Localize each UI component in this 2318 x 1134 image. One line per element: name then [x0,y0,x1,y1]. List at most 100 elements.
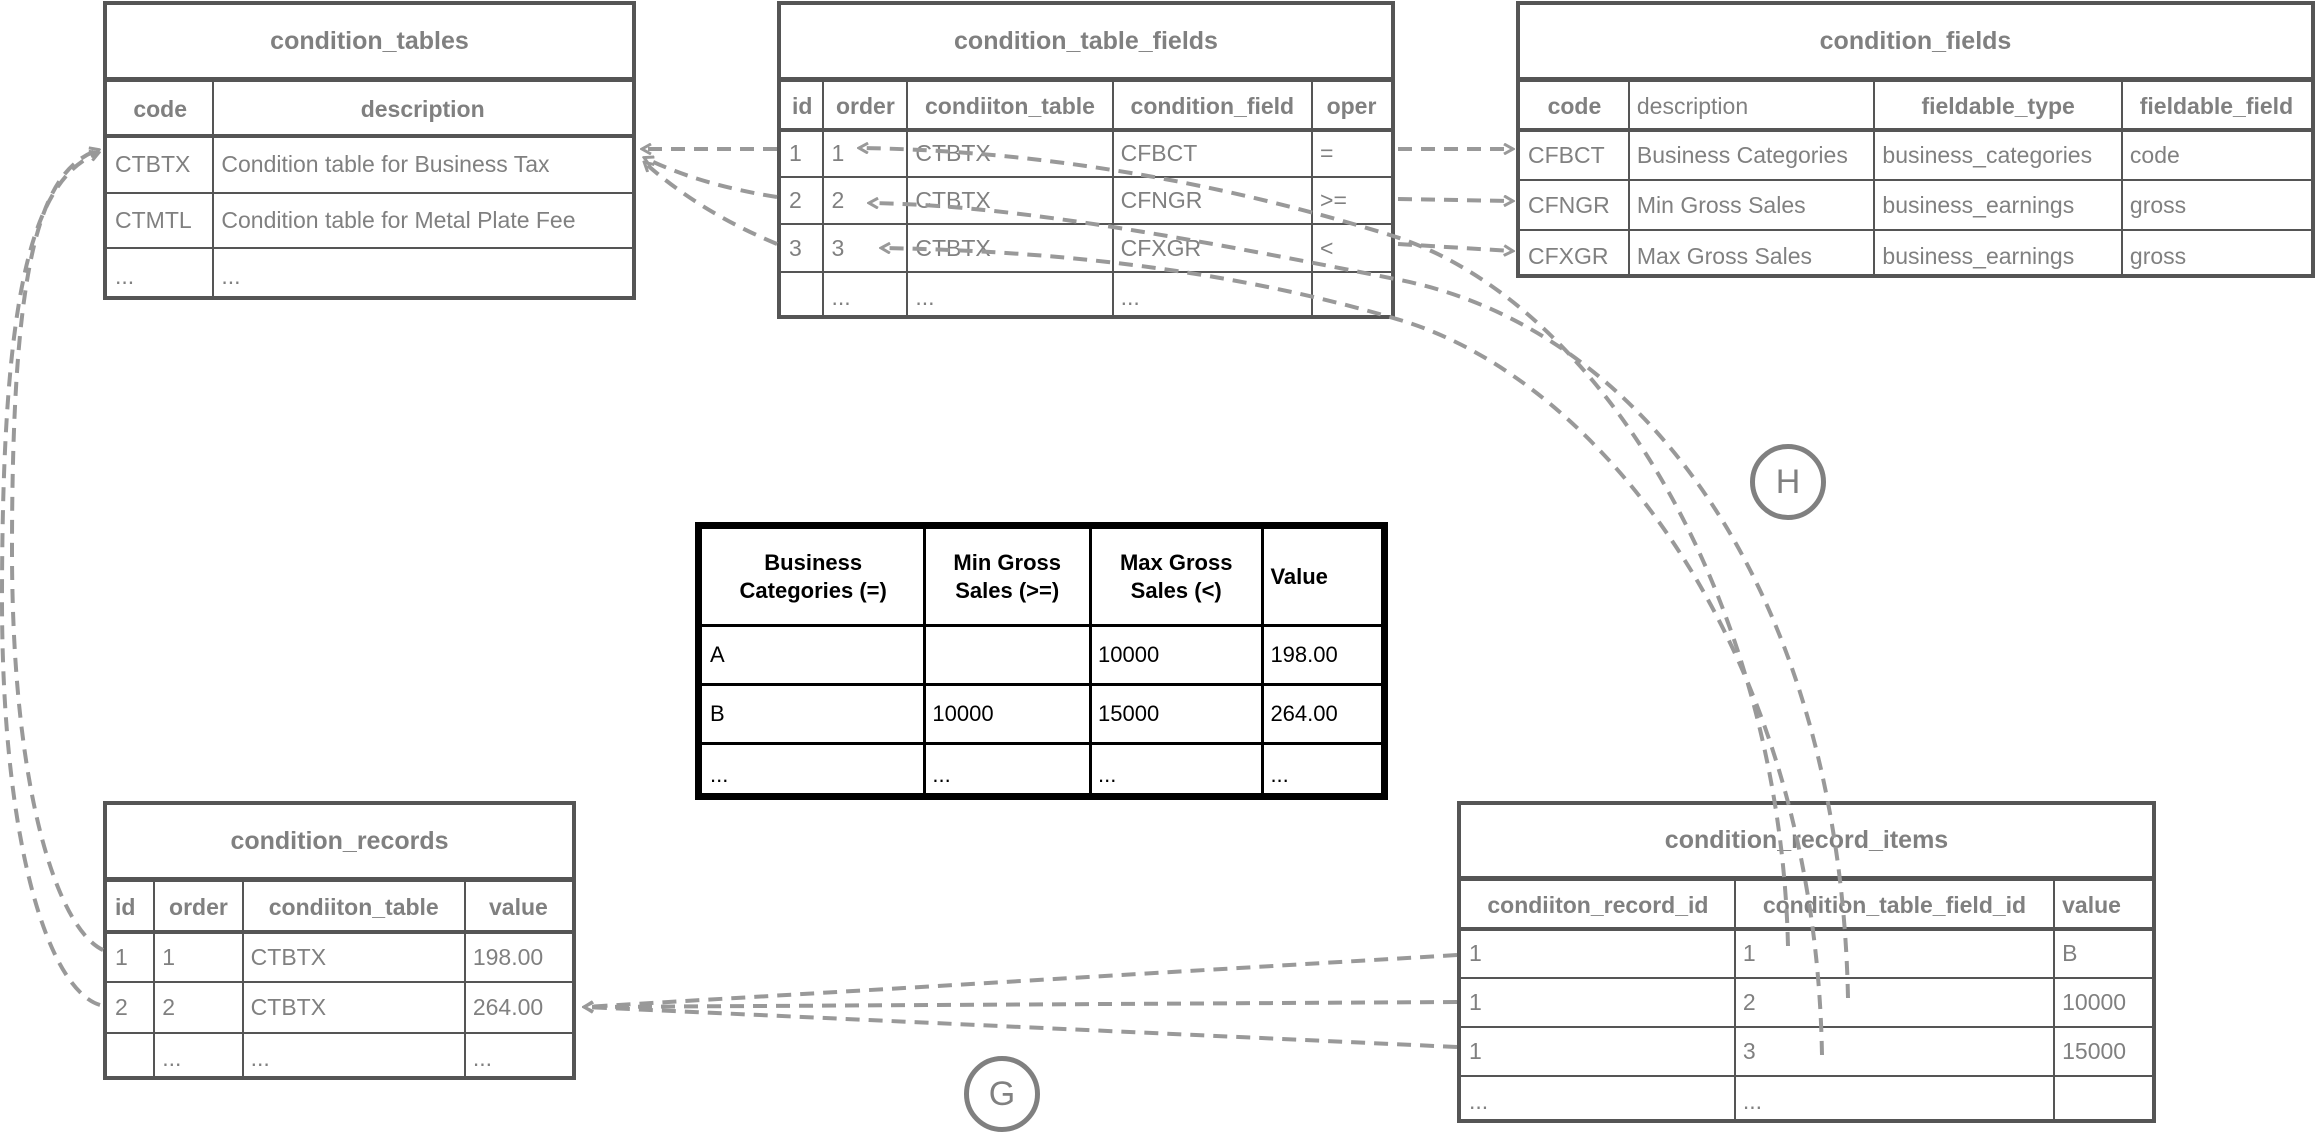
table-cell: 15000 [2062,1038,2127,1064]
table-cell: CTBTX [915,140,991,166]
row-divider [107,930,572,934]
table-title: condition_fields [1520,5,2311,82]
table-cell [107,1033,154,1084]
column-header: description [1636,92,1749,119]
row-divider [781,128,1391,132]
label-g: G [964,1056,1040,1132]
table-cell: 10000 [2062,989,2127,1015]
row-divider [107,247,632,249]
column-header: oper [1326,92,1377,119]
table-condition-record-items: condition_record_items condiiton_record_i… [1457,801,2156,1123]
column-divider [463,882,466,1076]
table-title: condition_records [107,805,572,882]
row-divider [107,1032,572,1034]
column-divider [822,82,825,315]
table-cell: 264.00 [472,994,544,1020]
table-cell: ... [932,762,951,787]
table-cell: ... [221,262,241,289]
table-cell: 2 [789,187,802,213]
table-cell: business_earnings [1882,191,2075,218]
table-cell [781,272,823,323]
table-cell: 3 [789,234,802,261]
table-cell: = [1320,140,1334,166]
arrow-record2-to-tables [0,153,100,1007]
table-cell: ... [1469,1088,1489,1114]
column-header: order [835,92,895,119]
table-cell: CTBTX [915,234,991,261]
column-header: description [360,95,485,122]
row-divider [107,192,632,194]
table-cell: CTMTL [115,207,192,233]
table-cell: ... [710,762,729,787]
column-header: fieldable_field [2139,92,2294,119]
table-cell: Condition table for Business Tax [221,151,550,177]
table-cell [1312,272,1391,323]
table-cell: B [710,700,725,726]
column-divider [153,882,156,1076]
table-cell: 10000 [932,700,994,726]
table-cell: gross [2129,191,2187,218]
table-title: condition_record_items [1461,805,2152,881]
column-header: order [169,893,228,920]
table-cell: CFXGR [1120,234,1202,261]
column-header: condiiton_table [925,92,1095,119]
table-cell: code [2129,141,2180,168]
table-cell: CTBTX [115,151,191,177]
table-cell: 2 [831,187,845,213]
example-condition-table: Business Categories (=)Min Gross Sales (… [695,522,1388,800]
arrow-ctf2-to-tables [645,158,778,199]
table-cell: 2 [1742,989,1756,1015]
table-cell: 1 [1469,989,1482,1015]
column-divider [1261,529,1265,793]
table-cell: 198.00 [1270,641,1338,667]
table-cell: CFNGR [1120,187,1203,213]
column-divider [1873,82,1876,274]
table-cell: business_earnings [1882,242,2075,269]
table-cell: CFBCT [1120,140,1198,166]
table-cell: CFXGR [1528,242,1609,269]
table-cell: CFNGR [1528,191,1610,218]
arrow-ctf3-to-tables [645,163,778,246]
table-cell: business_categories [1882,141,2093,168]
row-divider [1520,179,2311,181]
column-divider [1627,82,1630,274]
column-header: value [2062,891,2121,918]
table-cell: 2 [115,994,128,1020]
table-cell: Business Categories [1636,141,1848,168]
column-header: condiiton_record_id [1487,891,1709,918]
table-cell: ... [1270,762,1289,787]
column-header: value [488,893,548,920]
table-cell: 3 [1742,1038,1756,1064]
column-header: condition_field [1130,92,1295,119]
table-cell: 1 [789,140,802,166]
table-cell: ... [915,284,935,310]
table-cell: Max Gross Sales [1636,242,1812,269]
arrow-record1-to-tables [9,150,104,952]
table-cell: 15000 [1098,700,1160,726]
table-cell [2054,1076,2152,1127]
column-header: Business Categories (=) [739,550,887,603]
table-cell: gross [2129,242,2187,269]
table-cell: B [2062,940,2078,966]
arrow-ctf2-to-fields [1397,199,1512,201]
column-divider [2120,82,2123,274]
column-divider [212,82,215,296]
column-header: id [115,893,136,920]
column-header: condiiton_table [268,893,439,920]
table-cell: Min Gross Sales [1636,191,1806,218]
table-title: condition_table_fields [781,5,1391,82]
row-divider [1461,1075,2152,1077]
label-h: H [1750,444,1826,520]
arrow-item1-to-records [585,953,1458,1007]
column-divider [241,882,244,1076]
table-cell: CFBCT [1528,141,1605,168]
column-divider [1089,529,1092,793]
table-cell [924,625,1090,684]
column-header: code [133,95,188,122]
column-header: fieldable_type [1921,92,2075,119]
column-header: Value [1270,564,1328,589]
arrow-ctf3-to-fields [1397,242,1512,251]
table-cell: 198.00 [472,943,544,970]
table-cell: 1 [162,943,175,970]
